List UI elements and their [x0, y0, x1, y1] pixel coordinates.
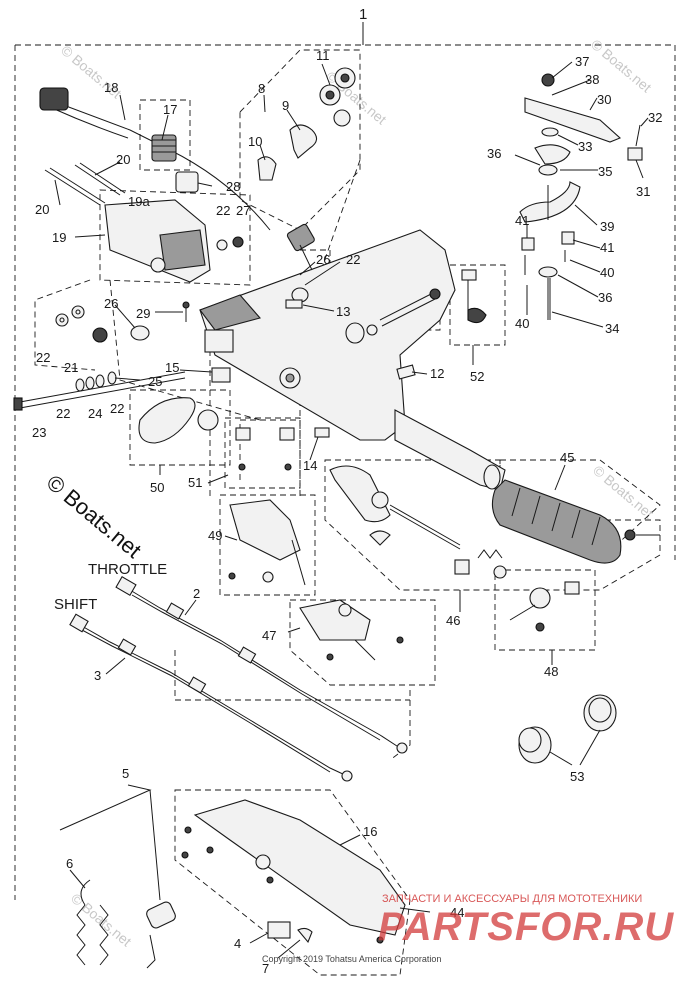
part-label-20-right: 20	[116, 152, 130, 167]
clamp-52	[461, 269, 487, 324]
part-label-20-left: 20	[35, 202, 49, 217]
part-label-50: 50	[150, 480, 164, 495]
brand-logo: PARTSFOR.RU	[378, 905, 674, 949]
stop-switch-group	[257, 67, 356, 271]
part-label-26-right: 26	[316, 252, 330, 267]
part-label-47: 47	[262, 628, 276, 643]
part-label-32: 32	[648, 110, 662, 125]
brand-tagline: ЗАПЧАСТИ И АКСЕССУАРЫ ДЛЯ МОТОТЕХНИКИ	[382, 893, 642, 905]
part-label-29: 29	[136, 306, 150, 321]
part-label-28: 28	[226, 179, 240, 194]
part-label-33: 33	[578, 139, 592, 154]
part-label-26-left: 26	[104, 296, 118, 311]
shift-label: SHIFT	[54, 596, 97, 613]
part-label-21: 21	[64, 360, 78, 375]
tiller-handle-body	[199, 229, 506, 491]
part-label-13: 13	[336, 304, 350, 319]
part-label-15: 15	[165, 360, 179, 375]
cables	[69, 576, 408, 782]
shaft-46	[329, 465, 507, 579]
part-label-40-left: 40	[515, 316, 529, 331]
part-label-40-right: 40	[600, 265, 614, 280]
lanyard-6	[76, 879, 176, 969]
part-label-2: 2	[193, 586, 200, 601]
part-label-36-bottom: 36	[598, 290, 612, 305]
lower-case-16	[181, 799, 406, 944]
friction-parts	[519, 73, 643, 320]
mount-bracket	[44, 162, 211, 283]
leader-lines	[54, 61, 649, 959]
part-label-27: 27	[236, 203, 250, 218]
part-label-25: 25	[148, 374, 162, 389]
watermark-text: © Boats.net	[68, 890, 135, 949]
part-label-44: 44	[450, 905, 464, 920]
part-labels: 1 2 3 4 5 6 7 8 9 10 11 12 13 14 15 16 1…	[32, 6, 662, 976]
throttle-label: THROTTLE	[88, 561, 167, 578]
part-label-22-e: 22	[110, 401, 124, 416]
part-label-3: 3	[94, 668, 101, 683]
part-label-22-b: 22	[346, 252, 360, 267]
part-label-19a: 19a	[128, 194, 150, 209]
part-label-19: 19	[52, 230, 66, 245]
part-label-9: 9	[282, 98, 289, 113]
part-label-39: 39	[600, 219, 614, 234]
caps-53	[518, 694, 617, 764]
part-label-36-top: 36	[487, 146, 501, 161]
part-label-41-left: 41	[515, 213, 529, 228]
part-label-49: 49	[208, 528, 222, 543]
part-label-12: 12	[430, 366, 444, 381]
part-label-52: 52	[470, 369, 484, 384]
part-label-22-d: 22	[56, 406, 70, 421]
part-label-46: 46	[446, 613, 460, 628]
part-label-1: 1	[359, 6, 367, 23]
part-label-34: 34	[605, 321, 619, 336]
mechanisms	[228, 427, 404, 661]
part-label-14: 14	[303, 458, 317, 473]
part-label-5: 5	[122, 766, 129, 781]
part-label-53: 53	[570, 769, 584, 784]
part-label-45: 45	[560, 450, 574, 465]
knob-50	[138, 397, 219, 444]
wire-harness	[39, 87, 271, 231]
part-label-38: 38	[585, 72, 599, 87]
copyright-text: Copyright 2019 Tohatsu America Corporati…	[262, 954, 441, 964]
part-label-6: 6	[66, 856, 73, 871]
brand-overlay: ЗАПЧАСТИ И АКСЕССУАРЫ ДЛЯ МОТОТЕХНИКИ PA…	[262, 893, 674, 964]
part-label-37: 37	[575, 54, 589, 69]
part-label-7: 7	[262, 961, 269, 976]
part-label-41-right: 41	[600, 240, 614, 255]
hardware	[13, 171, 441, 438]
part-label-48: 48	[544, 664, 558, 679]
throttle-stop-48	[509, 581, 580, 632]
part-label-11: 11	[316, 48, 330, 63]
part-label-30: 30	[597, 92, 611, 107]
part-label-4: 4	[234, 936, 241, 951]
part-label-8: 8	[258, 81, 265, 96]
throttle-grip	[491, 479, 660, 564]
part-label-23: 23	[32, 425, 46, 440]
part-label-35: 35	[598, 164, 612, 179]
part-label-22-a: 22	[216, 203, 230, 218]
part-label-18: 18	[104, 80, 118, 95]
part-label-31: 31	[636, 184, 650, 199]
part-label-22-c: 22	[36, 350, 50, 365]
part-label-16: 16	[363, 824, 377, 839]
part-label-17: 17	[163, 102, 177, 117]
watermark-main: © Boats.net	[42, 470, 146, 563]
cable-labels: THROTTLE SHIFT	[54, 561, 167, 613]
part-label-10: 10	[248, 134, 262, 149]
assembly-outline	[14, 22, 676, 900]
part-label-51: 51	[188, 475, 202, 490]
part-label-24: 24	[88, 406, 102, 421]
watermark-text: © Boats.net	[590, 462, 657, 521]
